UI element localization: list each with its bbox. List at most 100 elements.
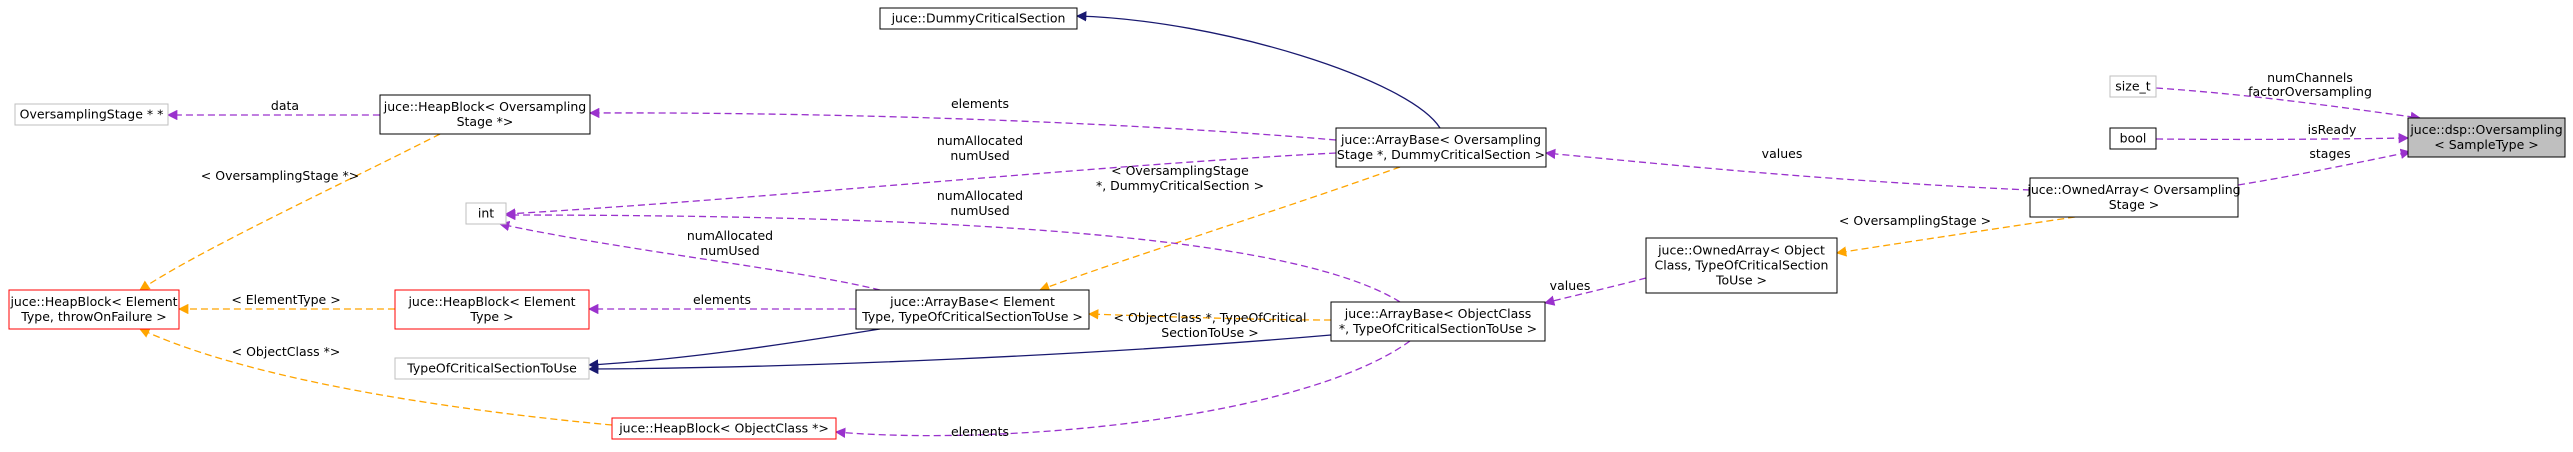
edge-label-int-to-arraybase_obj: numAllocated — [937, 188, 1023, 203]
node-box-arraybase_obj — [1330, 301, 1546, 342]
edge-label-bool-to-oversampling: isReady — [2308, 122, 2357, 137]
edge-ownedarray_os-to-oversampling — [2237, 148, 2412, 186]
node-dummy_cs[interactable]: juce::DummyCriticalSection — [879, 7, 1078, 30]
node-label-int: int — [478, 206, 494, 221]
edge-label-heapblock_os-to-arraybase_os: elements — [951, 96, 1009, 111]
node-arraybase_obj[interactable]: juce::ArrayBase< ObjectClass*, TypeOfCri… — [1330, 301, 1546, 342]
node-arraybase_el[interactable]: juce::ArrayBase< ElementType, TypeOfCrit… — [855, 289, 1090, 330]
node-label-typeofcs: TypeOfCriticalSectionToUse — [406, 361, 577, 376]
node-label-ownedarray_os: Stage > — [2109, 197, 2160, 212]
node-label-heapblock_obj: juce::HeapBlock< ObjectClass *> — [618, 421, 829, 436]
node-label-ownedarray_obj: ToUse > — [1715, 273, 1767, 288]
nodes: juce::dsp::Oversampling< SampleType > siz… — [8, 7, 2566, 440]
edge-arraybase_os-to-ownedarray_os — [1544, 148, 2031, 191]
edge-label-int-to-arraybase_obj: numUsed — [950, 203, 1009, 218]
node-arraybase_os[interactable]: juce::ArrayBase< OversamplingStage *, Du… — [1335, 127, 1547, 168]
edge-heapblock_el-to-heapblock_obj — [139, 328, 613, 426]
node-heapblock_el[interactable]: juce::HeapBlock< ElementType, throwOnFai… — [8, 289, 180, 330]
node-bool[interactable]: bool — [2109, 127, 2157, 150]
node-box-arraybase_el — [855, 289, 1090, 330]
node-label-arraybase_os: juce::ArrayBase< Oversampling — [1340, 132, 1541, 147]
edge-label-arraybase_el-to-arraybase_obj: < ObjectClass *, TypeOfCritical — [1114, 310, 1307, 325]
node-label-bool: bool — [2120, 131, 2147, 146]
edge-typeofcs-to-arraybase_el — [587, 328, 881, 370]
node-label-oversampling: juce::dsp::Oversampling — [2409, 122, 2562, 137]
node-label-ownedarray_obj: Class, TypeOfCriticalSection — [1655, 258, 1829, 273]
edge-heapblock_el-to-heapblock_os — [139, 133, 441, 291]
edge-heapblock_obj-to-arraybase_obj — [834, 340, 1411, 438]
node-box-typeofcs — [394, 357, 590, 380]
edge-label-heapblock_el-to-heapblock_os: < OversamplingStage *> — [201, 168, 359, 183]
node-label-size_t: size_t — [2115, 79, 2150, 94]
edge-dummy_cs-to-arraybase_os — [1075, 11, 1441, 129]
edge-bool-to-oversampling — [2155, 132, 2410, 144]
node-label-arraybase_obj: juce::ArrayBase< ObjectClass — [1344, 306, 1532, 321]
node-box-ownedarray_os — [2029, 177, 2239, 218]
edge-arraybase_obj-to-ownedarray_obj — [1543, 277, 1647, 306]
node-label-arraybase_obj: *, TypeOfCriticalSectionToUse > — [1339, 321, 1537, 336]
node-label-ownedarray_os: juce::OwnedArray< Oversampling — [2026, 182, 2240, 197]
edge-label-arraybase_obj-to-ownedarray_obj: values — [1550, 278, 1591, 293]
node-typeofcs[interactable]: TypeOfCriticalSectionToUse — [394, 357, 590, 380]
edge-label-ownedarray_obj-to-ownedarray_os: < OversamplingStage > — [1839, 213, 1991, 228]
node-box-bool — [2109, 127, 2157, 150]
edges — [139, 11, 2422, 438]
node-ownedarray_os[interactable]: juce::OwnedArray< OversamplingStage > — [2026, 177, 2241, 218]
edge-label-int-to-arraybase_el: numAllocated — [687, 228, 773, 243]
node-label-heapblock_os: Stage *> — [457, 114, 514, 129]
node-box-heapblock_et — [394, 289, 590, 330]
edge-size_t-to-oversampling — [2155, 87, 2422, 122]
edge-label-arraybase_el-to-arraybase_os: *, DummyCriticalSection > — [1096, 178, 1264, 193]
node-label-arraybase_el: juce::ArrayBase< Element — [889, 294, 1055, 309]
node-box-heapblock_os — [379, 94, 591, 135]
node-heapblock_os[interactable]: juce::HeapBlock< OversamplingStage *> — [379, 94, 591, 135]
edge-label-heapblock_et-to-arraybase_el: elements — [693, 292, 751, 307]
node-box-heapblock_el — [8, 289, 180, 330]
node-heapblock_et[interactable]: juce::HeapBlock< ElementType > — [394, 289, 590, 330]
node-label-heapblock_os: juce::HeapBlock< Oversampling — [383, 99, 586, 114]
edge-label-heapblock_el-to-heapblock_et: < ElementType > — [231, 292, 340, 307]
node-ownedarray_obj[interactable]: juce::OwnedArray< ObjectClass, TypeOfCri… — [1645, 237, 1838, 294]
node-label-oversampling: < SampleType > — [2434, 137, 2538, 152]
edge-int-to-arraybase_os — [504, 152, 1337, 219]
node-box-size_t — [2109, 75, 2157, 98]
edge-label-heapblock_obj-to-arraybase_obj: elements — [951, 424, 1009, 439]
node-heapblock_obj[interactable]: juce::HeapBlock< ObjectClass *> — [611, 417, 837, 440]
node-box-os_stage_ptr — [14, 103, 169, 126]
node-size_t[interactable]: size_t — [2109, 75, 2157, 98]
edge-label-int-to-arraybase_os: numUsed — [950, 148, 1009, 163]
edge-label-size_t-usage-label: numChannels — [2267, 70, 2353, 85]
edge-label-arraybase_os-to-ownedarray_os: values — [1762, 146, 1803, 161]
node-box-dummy_cs — [879, 7, 1078, 30]
edge-int-to-arraybase_obj — [504, 209, 1401, 303]
node-os_stage_ptr[interactable]: OversamplingStage * * — [14, 103, 169, 126]
node-label-arraybase_el: Type, TypeOfCriticalSectionToUse > — [861, 309, 1083, 324]
edge-label-os_stage_ptr-to-heapblock_os: data — [271, 98, 299, 113]
node-label-heapblock_el: Type, throwOnFailure > — [20, 309, 167, 324]
node-label-heapblock_el: juce::HeapBlock< Element — [9, 294, 177, 309]
node-box-ownedarray_obj — [1645, 237, 1838, 294]
node-int[interactable]: int — [465, 202, 507, 225]
edge-label-arraybase_el-to-arraybase_os: < OversamplingStage — [1111, 163, 1249, 178]
node-label-os_stage_ptr: OversamplingStage * * — [20, 107, 164, 122]
edge-heapblock_os-to-arraybase_os — [588, 107, 1337, 141]
node-box-int — [465, 202, 507, 225]
edge-label-heapblock_el-to-heapblock_obj: < ObjectClass *> — [232, 344, 341, 359]
node-box-heapblock_obj — [611, 417, 837, 440]
edge-label-int-to-arraybase_os: numAllocated — [937, 133, 1023, 148]
edge-int-to-arraybase_el — [498, 220, 881, 291]
node-box-arraybase_os — [1335, 127, 1547, 168]
edge-ownedarray_obj-to-ownedarray_os — [1835, 216, 2076, 257]
edge-labels: isReady stages values < OversamplingStage >… — [201, 70, 2372, 439]
edge-label-int-to-arraybase_el: numUsed — [700, 243, 759, 258]
node-label-arraybase_os: Stage *, DummyCriticalSection > — [1337, 147, 1545, 162]
edge-label-ownedarray_os-to-oversampling: stages — [2309, 146, 2350, 161]
node-oversampling[interactable]: juce::dsp::Oversampling< SampleType > — [2407, 117, 2566, 158]
node-label-ownedarray_obj: juce::OwnedArray< Object — [1657, 243, 1825, 258]
node-label-heapblock_et: Type > — [469, 309, 513, 324]
node-label-heapblock_et: juce::HeapBlock< Element — [407, 294, 575, 309]
edge-label-size_t-usage-label: factorOversampling — [2248, 84, 2372, 99]
edge-label-arraybase_el-to-arraybase_obj: SectionToUse > — [1161, 325, 1258, 340]
edge-typeofcs-to-arraybase_obj — [587, 334, 1332, 375]
